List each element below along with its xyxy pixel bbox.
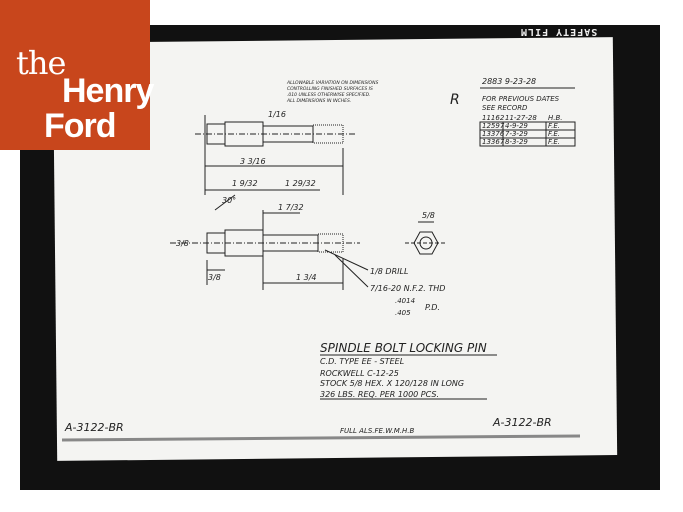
svg-text:ALL DIMENSIONS IN INCHES.: ALL DIMENSIONS IN INCHES. [286, 98, 351, 104]
pin-side-view-bottom: 1 7/32 3/8 1 3/4 3/8 30° [170, 194, 360, 290]
svg-text:7/16-20 N.F.2. THD: 7/16-20 N.F.2. THD [370, 284, 445, 293]
svg-text:1 29/32: 1 29/32 [285, 179, 316, 188]
svg-text:1/8 DRILL: 1/8 DRILL [370, 267, 408, 276]
logo-ford: Ford [44, 107, 117, 145]
svg-text:11162: 11162 [482, 114, 505, 122]
svg-text:.010 UNLESS OTHERWISE SPECIFIE: .010 UNLESS OTHERWISE SPECIFIED. [287, 92, 371, 98]
svg-text:P.D.: P.D. [425, 303, 440, 312]
svg-text:326 LBS. REQ. PER 1000 PCS.: 326 LBS. REQ. PER 1000 PCS. [320, 390, 439, 399]
thread-notes: 1/8 DRILL 7/16-20 N.F.2. THD .4014 .405 … [324, 249, 445, 317]
tolerance-note: ALLOWABLE VARIATION ON DIMENSIONS CONTRO… [286, 80, 378, 104]
svg-text:1 7/32: 1 7/32 [278, 203, 304, 212]
svg-text:F.E.: F.E. [548, 122, 560, 130]
svg-text:12597: 12597 [482, 122, 505, 130]
revision-mark: R [450, 92, 460, 108]
svg-text:1/16: 1/16 [268, 110, 286, 119]
pin-side-view-top: 1/16 3 3/16 1 9/32 1 29/32 [195, 110, 355, 195]
svg-text:13367: 13367 [482, 138, 505, 146]
the-henry-ford-logo: the Henry Ford [0, 0, 154, 150]
svg-text:STOCK 5/8 HEX. X 120/128 IN LO: STOCK 5/8 HEX. X 120/128 IN LONG [320, 379, 464, 388]
svg-text:3/8: 3/8 [176, 239, 189, 248]
svg-text:5/8: 5/8 [422, 211, 435, 220]
svg-text:FOR PREVIOUS DATES: FOR PREVIOUS DATES [482, 95, 560, 103]
svg-text:C.D. TYPE EE - STEEL: C.D. TYPE EE - STEEL [320, 357, 404, 366]
svg-text:F.E.: F.E. [548, 138, 560, 146]
svg-text:1 3/4: 1 3/4 [296, 273, 317, 282]
hex-end-view: 5/8 [405, 211, 447, 255]
svg-text:3 3/16: 3 3/16 [240, 157, 266, 166]
svg-text:ROCKWELL C-12-25: ROCKWELL C-12-25 [320, 369, 399, 378]
svg-text:F.E.: F.E. [548, 130, 560, 138]
svg-text:ALLOWABLE VARIATION ON DIMENSI: ALLOWABLE VARIATION ON DIMENSIONS [286, 80, 378, 86]
title-block: SPINDLE BOLT LOCKING PIN C.D. TYPE EE - … [61, 341, 581, 442]
drawing-number-right: A-3122-BR [492, 416, 552, 429]
svg-text:.4014: .4014 [395, 297, 415, 305]
svg-text:30°: 30° [222, 196, 236, 205]
svg-text:11-27-28: 11-27-28 [505, 114, 537, 122]
svg-text:2883 9-23-28: 2883 9-23-28 [482, 77, 536, 86]
svg-text:8-3-29: 8-3-29 [505, 138, 528, 146]
svg-text:SEE RECORD: SEE RECORD [482, 104, 528, 112]
svg-text:FULL ALS.FE.W.M.H.B: FULL ALS.FE.W.M.H.B [340, 427, 415, 435]
record-block: 2883 9-23-28 FOR PREVIOUS DATES SEE RECO… [479, 77, 576, 147]
svg-text:H.B.: H.B. [548, 114, 563, 122]
svg-text:1 9/32: 1 9/32 [232, 179, 258, 188]
drawing-number-left: A-3122-BR [64, 421, 124, 434]
drawing-title: SPINDLE BOLT LOCKING PIN [320, 341, 487, 355]
svg-text:7-3-29: 7-3-29 [505, 130, 528, 138]
svg-text:.405: .405 [395, 309, 411, 317]
logo-henry: Henry [62, 72, 154, 110]
svg-text:13376: 13376 [482, 130, 505, 138]
logo-the: the [16, 44, 66, 82]
svg-text:4-9-29: 4-9-29 [505, 122, 528, 130]
svg-text:CONTROLLING FINISHED SURFACES: CONTROLLING FINISHED SURFACES IS [287, 86, 373, 92]
svg-text:3/8: 3/8 [208, 273, 221, 282]
